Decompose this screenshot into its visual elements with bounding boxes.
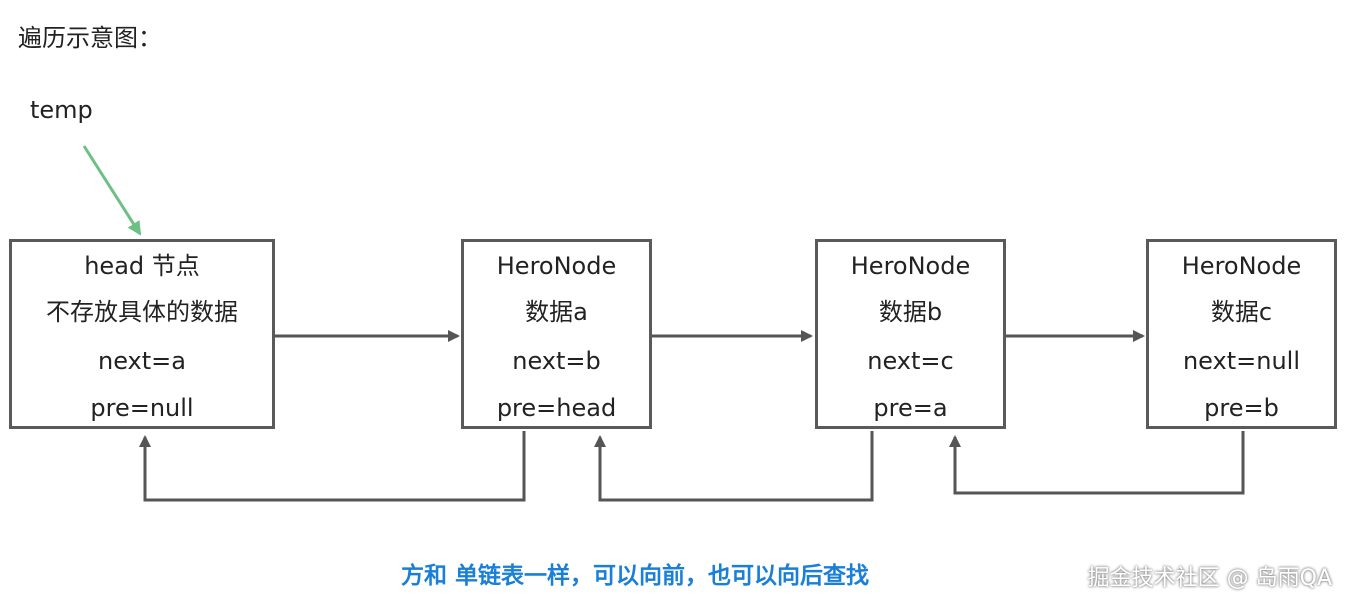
head-node-next: next=a [98,347,186,375]
hero-node-c-title: HeroNode [1181,252,1302,280]
page-title: 遍历示意图： [18,24,162,52]
head-node-pre: pre=null [90,394,194,422]
hero-node-c: HeroNode 数据c next=null pre=b [1146,239,1337,429]
hero-node-a-pre: pre=head [496,394,617,422]
head-node-title: head 节点 [84,252,200,280]
hero-node-a-data: 数据a [525,298,588,326]
head-node: head 节点 不存放具体的数据 next=a pre=null [9,239,275,429]
hero-node-c-pre: pre=b [1204,394,1279,422]
pre-arrow-b-to-a [594,431,874,502]
caption: 方和 单链表一样，可以向前，也可以向后查找 [400,563,869,589]
hero-node-a-title: HeroNode [496,252,617,280]
pre-arrow-c-to-b [949,431,1245,495]
temp-label: temp [30,96,93,124]
hero-node-b-data: 数据b [878,298,943,326]
hero-node-b-title: HeroNode [850,252,971,280]
hero-node-b-pre: pre=a [873,394,948,422]
hero-node-b-next: next=c [867,347,954,375]
temp-pointer-arrow [82,145,142,236]
hero-node-b: HeroNode 数据b next=c pre=a [815,239,1006,429]
hero-node-c-data: 数据c [1210,298,1273,326]
hero-node-a: HeroNode 数据a next=b pre=head [461,239,652,429]
watermark: 掘金技术社区 @ 岛雨QA [1087,566,1332,591]
pre-arrow-a-to-head [139,431,526,502]
hero-node-c-next: next=null [1182,347,1301,375]
head-node-desc: 不存放具体的数据 [46,298,238,326]
hero-node-a-next: next=b [512,347,601,375]
